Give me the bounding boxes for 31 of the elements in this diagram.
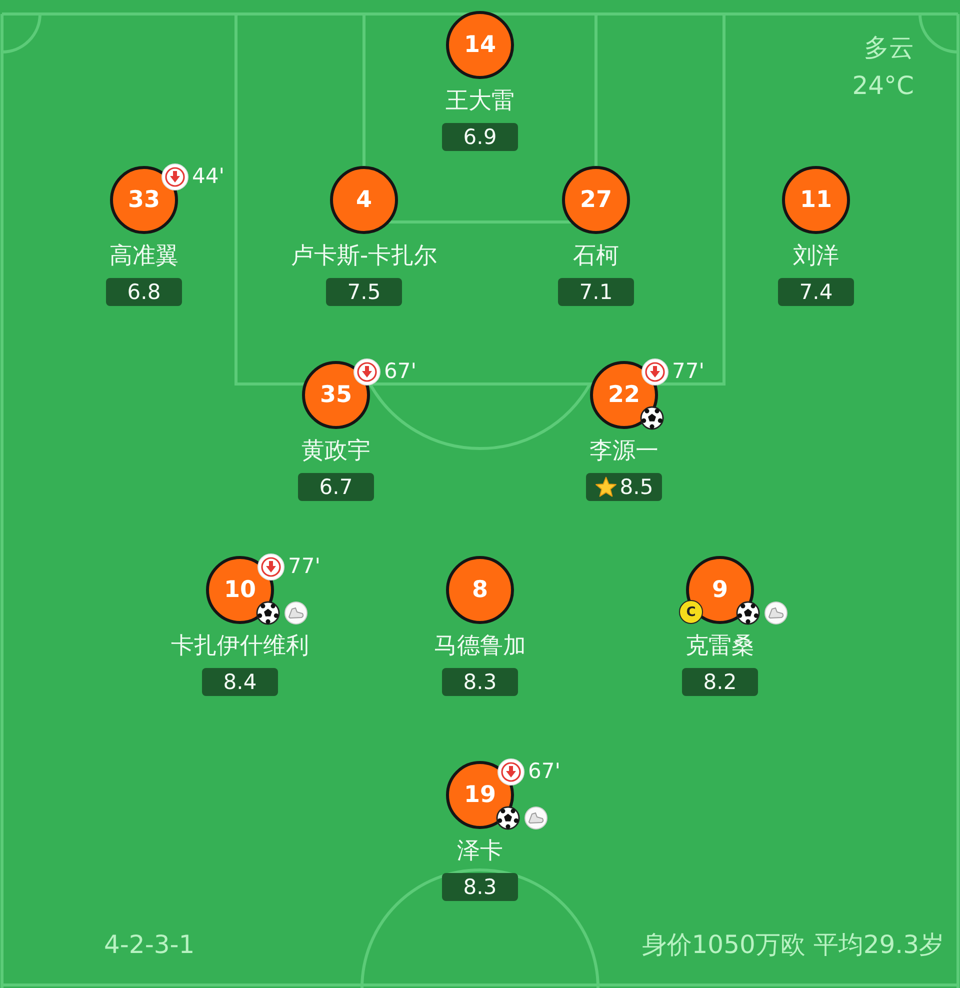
formation: 4-2-3-1 [104, 930, 195, 960]
player-name: 卡扎伊什维利 [171, 632, 309, 660]
player-name: 刘洋 [793, 242, 839, 270]
substitution-minute: 44' [192, 164, 224, 188]
player-rating: 7.5 [326, 278, 402, 306]
player-rating: 8.4 [202, 668, 278, 696]
player-rating: 8.5 [620, 474, 654, 501]
squad-value-summary: 身价1050万欧 平均29.3岁 [642, 930, 944, 960]
player-name: 高准翼 [110, 242, 178, 270]
player-name: 卢卡斯-卡扎尔 [290, 242, 438, 270]
substitution-minute: 77' [288, 554, 320, 578]
player-rating: 7.1 [558, 278, 634, 306]
weather-condition: 多云 [864, 33, 914, 63]
player-rating: 6.8 [106, 278, 182, 306]
temperature: 24°C [852, 71, 914, 101]
player-name: 石柯 [573, 242, 619, 270]
substitution-minute: 77' [672, 359, 704, 383]
substitution-minute: 67' [384, 359, 416, 383]
player-name: 王大雷 [446, 87, 514, 115]
player-rating: 8.2 [682, 668, 758, 696]
player-name: 马德鲁加 [434, 632, 526, 660]
player-name: 泽卡 [457, 837, 503, 865]
player-rating: 6.7 [298, 473, 374, 501]
player-rating: 7.4 [778, 278, 854, 306]
player-rating: 8.3 [442, 873, 518, 901]
player-name: 李源一 [590, 437, 658, 465]
player-rating: 8.3 [442, 668, 518, 696]
player-name: 黄政宇 [302, 437, 370, 465]
substitution-minute: 67' [528, 759, 560, 783]
player-rating: 6.9 [442, 123, 518, 151]
player-name: 克雷桑 [686, 632, 754, 660]
